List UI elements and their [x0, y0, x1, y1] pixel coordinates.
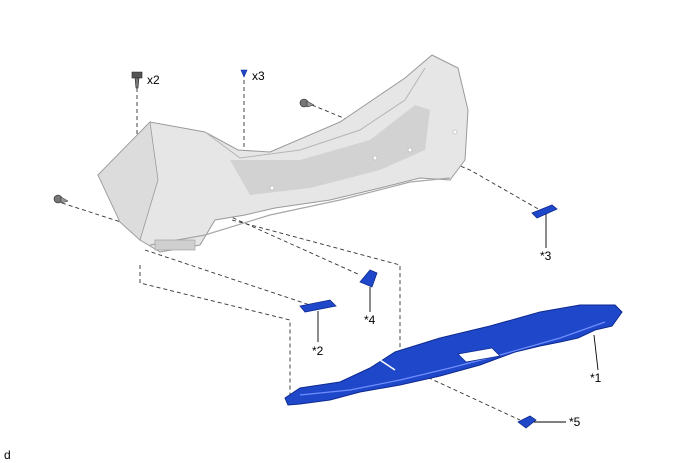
- bumper-side-left: [97, 121, 159, 241]
- figure-id: d: [4, 448, 11, 462]
- bolt-quantity-label: x2: [147, 73, 160, 87]
- part-3-bracket: [531, 204, 558, 219]
- leader-line-1: [593, 334, 599, 371]
- part-4-clip: [359, 269, 378, 288]
- sensor-hole: [372, 155, 378, 161]
- installation-guide-lines: [61, 80, 541, 421]
- bumper-top-edge: [204, 67, 426, 159]
- sensor-hole: [452, 129, 458, 135]
- part-5-cap: [517, 415, 537, 429]
- part-2-reflector: [299, 299, 337, 313]
- callout-4: *4: [364, 313, 376, 327]
- screw-grommet: [299, 98, 315, 108]
- screw-grommet: [53, 194, 69, 204]
- rear-bumper-cover: [97, 54, 469, 253]
- callout-3: *3: [540, 249, 552, 263]
- bumper-lower-lip: [149, 177, 451, 246]
- bolt: [131, 71, 143, 89]
- part-1-rear-diffuser: [284, 304, 623, 406]
- clip: [240, 69, 248, 78]
- callout-5: *5: [569, 415, 581, 429]
- sensor-hole: [269, 185, 275, 191]
- sensor-hole: [407, 147, 413, 153]
- callout-2: *2: [312, 344, 324, 358]
- bumper-inner-shadow: [230, 105, 430, 195]
- callout-1: *1: [590, 371, 602, 385]
- reflector-recess: [154, 239, 196, 251]
- clip-quantity-label: x3: [252, 69, 265, 83]
